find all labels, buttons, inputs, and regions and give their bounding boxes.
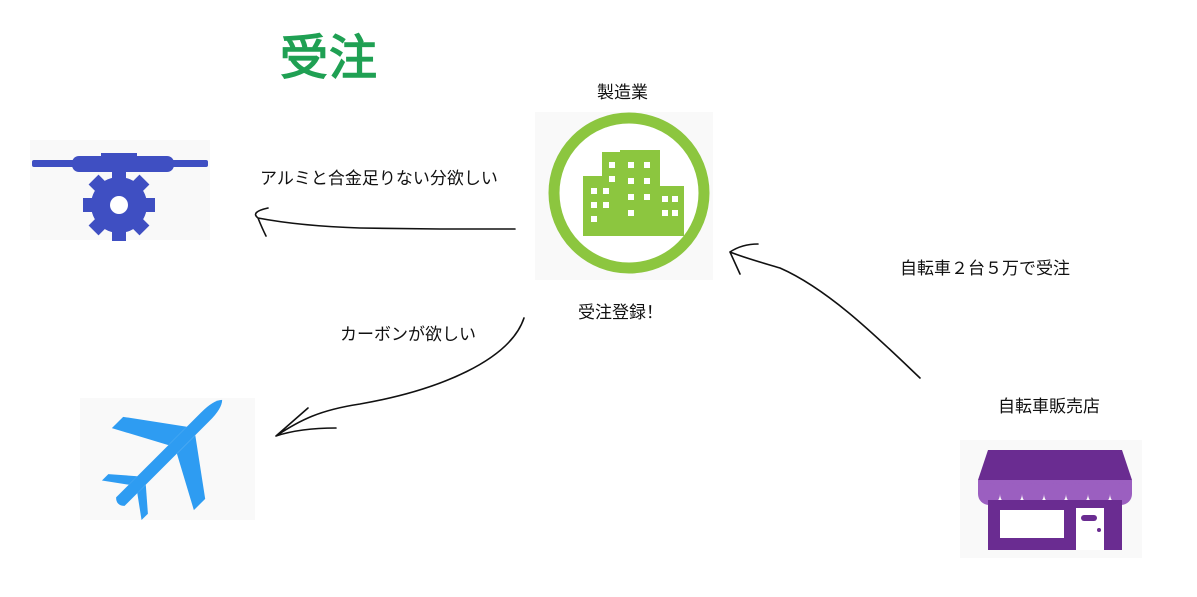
aluminum-request-label: アルミと合金足りない分欲しい xyxy=(260,169,498,189)
manufacturer-label: 製造業 xyxy=(597,83,648,103)
storefront-icon xyxy=(978,450,1132,550)
bike-shop-label: 自転車販売店 xyxy=(998,397,1100,417)
arrow-to-parts xyxy=(254,207,516,237)
gear-icon xyxy=(32,153,208,241)
diagram-title: 受注 xyxy=(280,30,379,86)
order-registration-label: 受注登録！ xyxy=(578,303,663,323)
airplane-icon xyxy=(101,399,223,521)
buildings-icon xyxy=(548,112,710,274)
arrow-from-shop xyxy=(729,243,921,379)
carbon-request-label: カーボンが欲しい xyxy=(340,325,476,345)
arrow-to-aircraft xyxy=(275,317,525,437)
bike-order-label: 自転車２台５万で受注 xyxy=(900,259,1070,279)
